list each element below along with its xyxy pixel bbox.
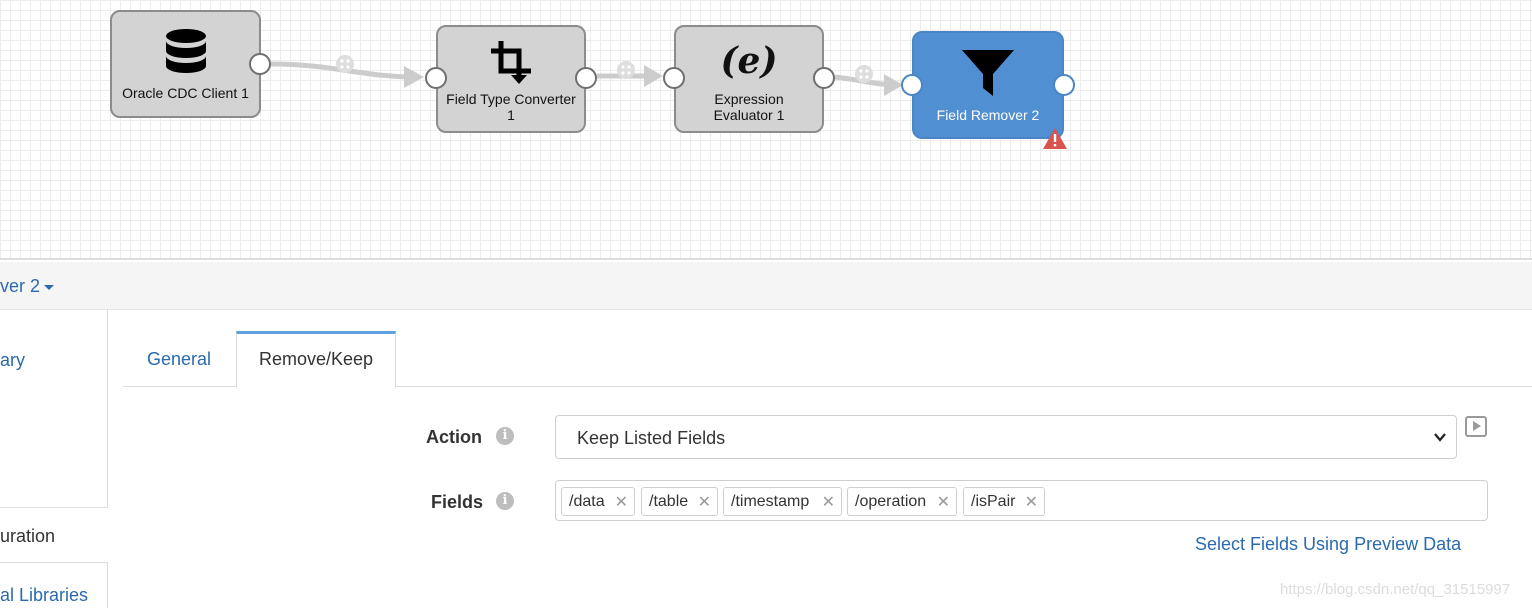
stage-selector-label: ver 2: [0, 276, 41, 296]
fields-tag-input[interactable]: /data ✕ /table ✕ /timestamp ✕ /operation ✕ /…: [555, 480, 1488, 521]
input-port[interactable]: [663, 67, 685, 89]
field-tag-label: /timestamp: [731, 493, 810, 510]
config-left-nav: ary uration al Libraries: [0, 310, 108, 608]
config-tabs: General Remove/Keep: [123, 331, 1532, 388]
output-port[interactable]: [1053, 74, 1075, 96]
eye-link-icon[interactable]: [617, 61, 635, 79]
stage-label: Field Remover 2: [936, 107, 1040, 123]
remove-tag-icon[interactable]: ✕: [697, 494, 711, 511]
info-icon[interactable]: i: [496, 427, 514, 445]
chevron-down-icon: [1434, 433, 1446, 442]
output-port[interactable]: [575, 67, 597, 89]
warning-icon[interactable]: [1043, 128, 1067, 149]
pipeline-links: [270, 55, 903, 96]
nav-item-configuration[interactable]: uration: [0, 526, 56, 546]
field-tag-label: /operation: [855, 493, 927, 510]
caret-down-icon: [44, 284, 55, 290]
watermark: https://blog.csdn.net/qq_31515997: [1280, 581, 1511, 598]
stage-label: Field Type Converter 1: [446, 91, 576, 123]
input-port[interactable]: [425, 67, 447, 89]
field-tag: /timestamp ✕: [723, 487, 842, 516]
input-port[interactable]: [901, 74, 923, 96]
action-select-value: Keep Listed Fields: [577, 428, 726, 448]
preview-button[interactable]: [1465, 416, 1487, 437]
play-icon: [1473, 421, 1481, 431]
field-tag: /isPair ✕: [963, 487, 1045, 516]
pipeline-canvas[interactable]: Oracle CDC Client 1 Field Type Converter…: [0, 0, 1532, 260]
field-tag-label: /table: [649, 493, 689, 510]
field-tag-label: /data: [569, 493, 605, 510]
action-select[interactable]: Keep Listed Fields: [555, 415, 1457, 459]
remove-tag-icon[interactable]: ✕: [1024, 494, 1038, 511]
stage-breadcrumb-bar: ver 2: [0, 262, 1532, 310]
stage-label: Oracle CDC Client 1: [122, 85, 249, 101]
action-label: Action: [426, 427, 482, 447]
remove-tag-icon[interactable]: ✕: [936, 494, 950, 511]
funnel-icon: [962, 47, 1014, 99]
stage-selector-dropdown[interactable]: ver 2: [0, 276, 55, 297]
link-arrow: [404, 66, 424, 88]
nav-item-summary[interactable]: ary: [0, 350, 26, 370]
tab-remove-keep[interactable]: Remove/Keep: [236, 331, 396, 388]
field-tag: /operation ✕: [847, 487, 957, 516]
stage-field-remover[interactable]: Field Remover 2: [912, 31, 1064, 139]
stage-field-type-converter[interactable]: Field Type Converter 1: [436, 25, 586, 133]
stage-expression-evaluator[interactable]: (e) Expression Evaluator 1: [674, 25, 824, 133]
stage-oracle-cdc-client[interactable]: Oracle CDC Client 1: [110, 10, 261, 118]
tab-general[interactable]: General: [146, 349, 212, 369]
crop-convert-icon: [487, 35, 535, 87]
stage-label: Expression Evaluator 1: [713, 91, 785, 123]
select-fields-preview-link[interactable]: Select Fields Using Preview Data: [1195, 534, 1462, 554]
output-port[interactable]: [249, 53, 271, 75]
remove-tag-icon[interactable]: ✕: [614, 494, 628, 511]
eye-link-icon[interactable]: [336, 55, 354, 73]
expression-icon: (e): [720, 40, 778, 82]
nav-item-external-libraries[interactable]: al Libraries: [0, 585, 89, 605]
eye-link-icon[interactable]: [855, 65, 873, 83]
field-tag: /table ✕: [641, 487, 718, 516]
fields-label: Fields: [431, 492, 484, 512]
nav-section: ary: [0, 310, 108, 508]
remove-tag-icon[interactable]: ✕: [821, 494, 835, 511]
field-tag: /data ✕: [561, 487, 635, 516]
nav-section: al Libraries: [0, 562, 108, 608]
field-tag-label: /isPair: [971, 493, 1016, 510]
database-icon: [164, 27, 208, 79]
info-icon[interactable]: i: [496, 492, 514, 510]
output-port[interactable]: [813, 67, 835, 89]
link-arrow: [884, 74, 903, 96]
link-arrow: [644, 65, 663, 87]
